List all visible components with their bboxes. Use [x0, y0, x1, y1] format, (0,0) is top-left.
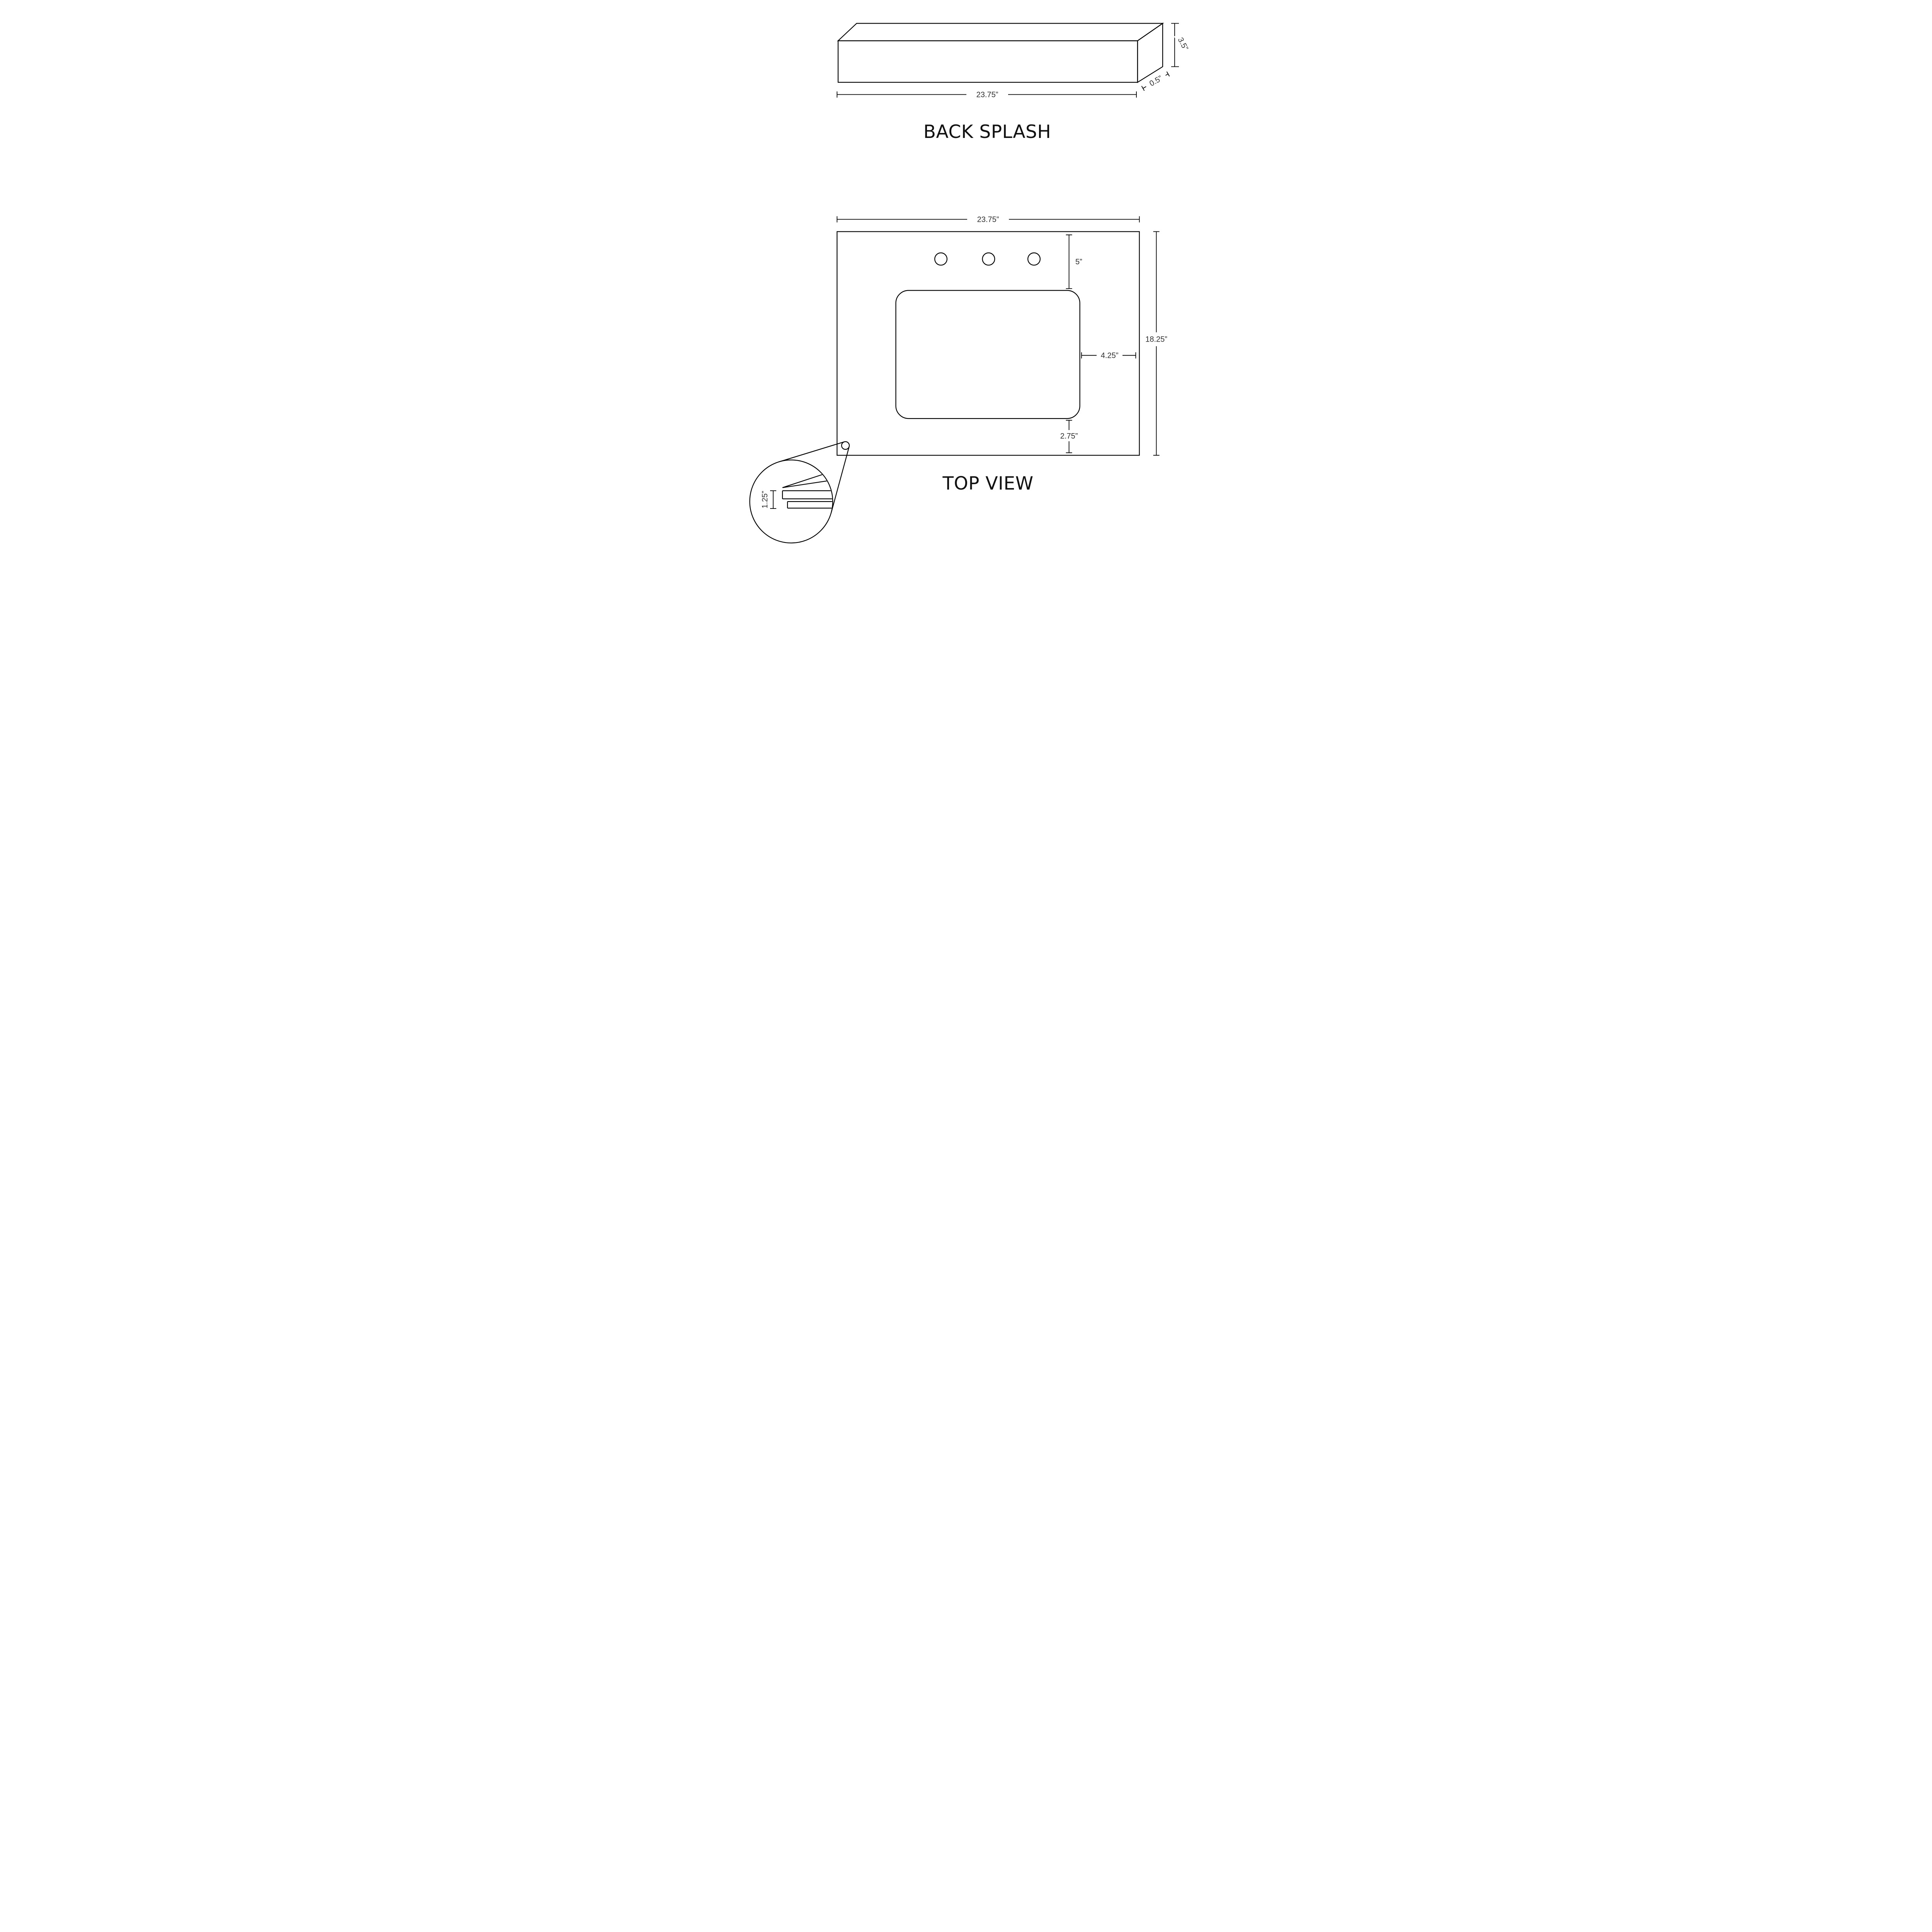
- label-backdrop: [1174, 32, 1193, 56]
- edge-detail-drawing: 1.25”: [749, 441, 850, 544]
- dim-tick: [1166, 71, 1170, 77]
- faucet-hole-left: [934, 252, 947, 266]
- top-view-drawing: 23.75” 5” 4.25”: [837, 216, 1167, 494]
- dim-label-group: 1.25”: [761, 491, 769, 509]
- detail-leader-line: [831, 446, 850, 513]
- top-view-width-dimension: 23.75”: [837, 216, 1140, 224]
- sink-cutout: [895, 290, 1080, 419]
- backsplash-front-face: [837, 40, 1138, 83]
- top-view-title: TOP VIEW: [942, 473, 1033, 494]
- dim-label-group: 3.5”: [1174, 32, 1193, 56]
- label-backdrop: [1143, 71, 1168, 90]
- edge-thickness-dimension: 1.25”: [761, 490, 776, 509]
- backsplash-height-dimension: 3.5”: [1171, 23, 1193, 67]
- backsplash-title: BACK SPLASH: [923, 121, 1051, 143]
- backsplash-width-label: 23.75”: [976, 91, 998, 99]
- detail-bubble-circle: [749, 459, 833, 544]
- backsplash-side-face: [1137, 22, 1163, 83]
- backsplash-depth-dimension: 0.5”: [1141, 71, 1170, 91]
- top-view-depth-dimension: 18.25”: [1145, 231, 1167, 456]
- edge-bevel-bottom-line: [782, 480, 832, 488]
- backsplash-top-face: [837, 23, 1164, 41]
- faucet-to-cutout-label: 5”: [1075, 258, 1082, 266]
- dim-label-group: 0.5”: [1143, 71, 1168, 90]
- backsplash-width-dimension: 23.75”: [837, 91, 1137, 99]
- technical-drawing-page: 3.5” 0.5” 23.75” BACK SPLASH: [724, 0, 1208, 566]
- vanity-top-technical-drawing: 3.5” 0.5” 23.75” BACK SPLASH: [724, 0, 1208, 566]
- faucet-hole-right: [1027, 252, 1041, 266]
- backsplash-drawing: 3.5” 0.5” 23.75” BACK SPLASH: [837, 22, 1193, 143]
- faucet-hole-center: [982, 252, 995, 266]
- faucet-to-cutout-dimension: 5”: [1066, 234, 1082, 289]
- detail-source-marker: [841, 441, 850, 450]
- cutout-to-front-label: 2.75”: [1060, 432, 1078, 440]
- countertop-outline: [837, 231, 1140, 456]
- top-view-width-label: 23.75”: [977, 216, 999, 224]
- edge-thickness-label: 1.25”: [761, 491, 769, 509]
- edge-profile: [782, 471, 832, 509]
- cutout-to-edge-label: 4.25”: [1101, 352, 1119, 360]
- cutout-to-edge-dimension: 4.25”: [1081, 352, 1136, 360]
- edge-bevel-top-line: [782, 471, 830, 488]
- cutout-to-front-dimension: 2.75”: [1060, 420, 1078, 453]
- detail-leader-line: [779, 441, 845, 463]
- top-view-depth-label: 18.25”: [1145, 335, 1167, 344]
- dim-tick: [1141, 86, 1145, 91]
